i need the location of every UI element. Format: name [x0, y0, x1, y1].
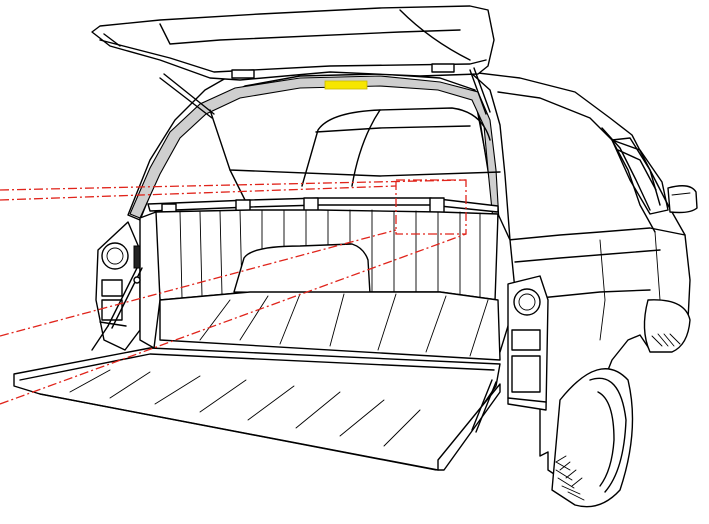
tailgate [13, 347, 501, 471]
canopy-rear-door [91, 5, 495, 81]
canopy-interior [209, 107, 501, 201]
front-wheel [643, 299, 691, 353]
left-latch [133, 245, 141, 284]
door-gas-struts [159, 67, 491, 119]
side-mirror [667, 185, 698, 214]
right-taillight [507, 275, 549, 411]
callout-leader-lines [0, 179, 467, 405]
interior-light-highlight [324, 80, 368, 90]
bed-floor [159, 291, 501, 361]
rear-wheel [551, 368, 634, 508]
callout-box [395, 179, 467, 235]
side-window [611, 139, 669, 215]
bed-front-wall [154, 209, 499, 301]
